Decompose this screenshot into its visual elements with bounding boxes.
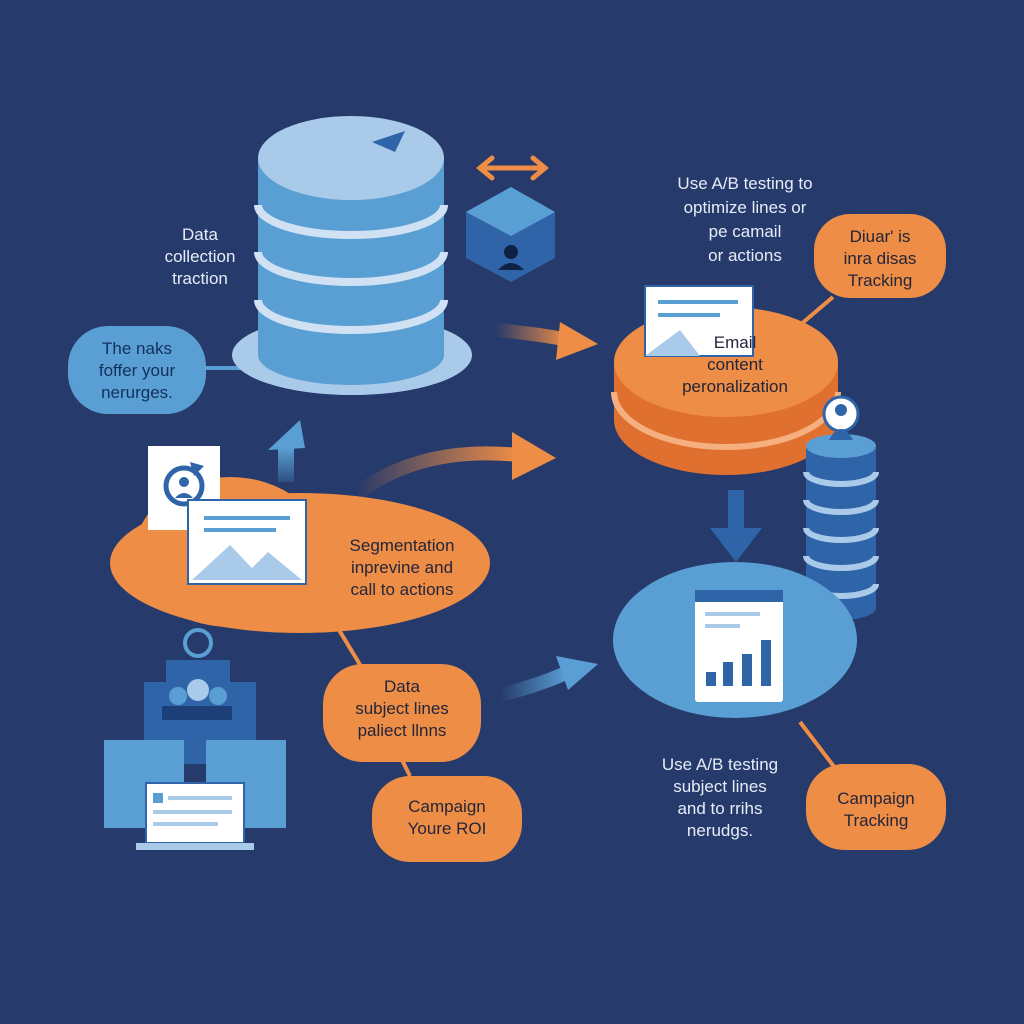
arrow-data-to-report bbox=[498, 656, 598, 702]
left-bubble-shape bbox=[68, 326, 206, 414]
email-content-label: Email content peronalization bbox=[682, 333, 788, 396]
database-cylinder-icon bbox=[232, 116, 472, 395]
arrow-email-to-report bbox=[710, 490, 762, 562]
left-bubble-label: The naks foffer your nerurges. bbox=[98, 339, 176, 402]
campaign-tracking-label: Campaign Tracking bbox=[837, 789, 915, 830]
campaign-tracking-bubble-shape bbox=[806, 764, 946, 850]
email-document-icon bbox=[644, 285, 754, 357]
arrow-segmentation-to-email bbox=[350, 432, 556, 501]
data-collection-label: Data collection traction bbox=[164, 225, 236, 288]
double-arrow-icon bbox=[476, 155, 549, 181]
ab-testing-bottom-label: Use A/B testing subject lines and to rri… bbox=[661, 755, 779, 840]
arrow-db-to-email bbox=[494, 322, 598, 360]
segmentation-label: Segmentation inprevine and call to actio… bbox=[349, 536, 455, 599]
bar-chart-report-icon bbox=[695, 590, 783, 702]
image-document-icon bbox=[187, 499, 307, 585]
campaign-roi-bubble-shape bbox=[372, 776, 522, 862]
top-right-bubble-shape bbox=[814, 214, 946, 298]
connector-campaign-tracking bbox=[798, 720, 837, 770]
arrow-segmentation-to-db bbox=[268, 420, 305, 482]
campaign-roi-label: Campaign Youre ROI bbox=[407, 797, 487, 838]
team-computers-icon bbox=[104, 628, 286, 850]
data-subject-label: Data subject lines paliect llnns bbox=[355, 677, 449, 740]
data-subject-bubble-shape bbox=[323, 664, 481, 762]
top-right-bubble-label: Diuar' is inra disas Tracking bbox=[843, 227, 917, 290]
connector-data-to-campaign bbox=[400, 759, 412, 777]
ab-testing-top-label: Use A/B testing to optimize lines or pe … bbox=[677, 174, 813, 265]
connector-top-right-bubble bbox=[798, 295, 835, 327]
user-cube-icon bbox=[466, 187, 555, 282]
user-pin-icon bbox=[822, 395, 860, 440]
